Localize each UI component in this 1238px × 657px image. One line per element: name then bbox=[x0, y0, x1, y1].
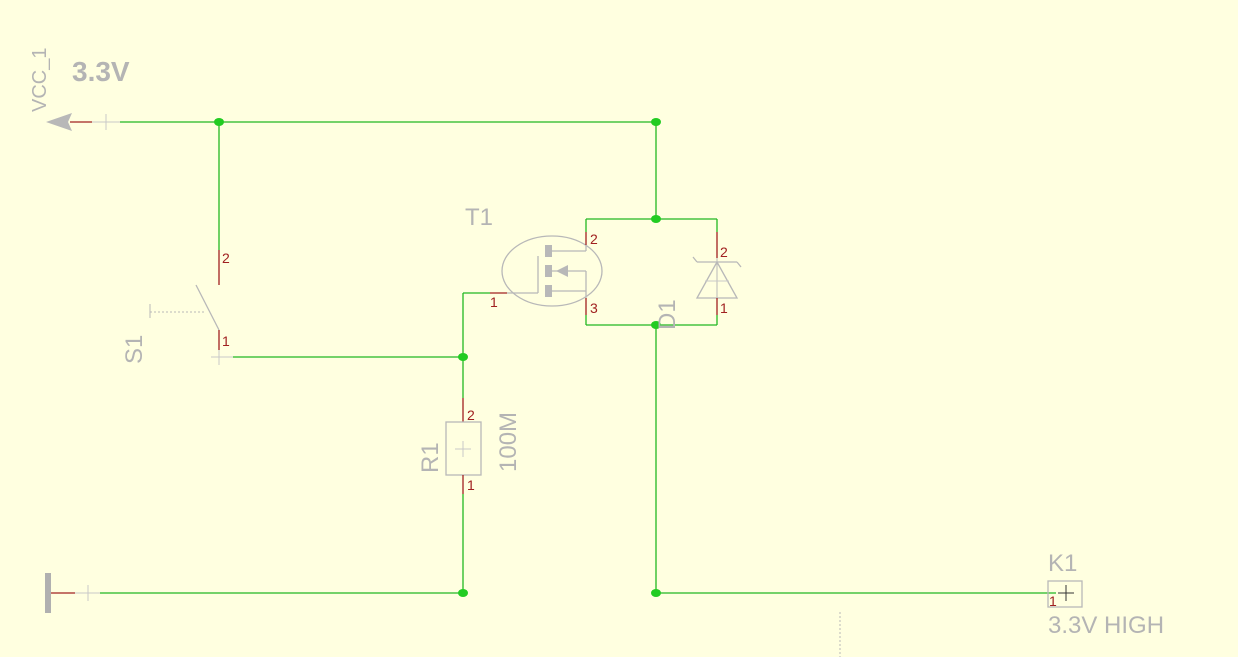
transistor-arrow-icon bbox=[556, 265, 568, 277]
transistor-gate-pin-label: 1 bbox=[490, 294, 498, 310]
connector-pin-box bbox=[1047, 580, 1083, 608]
diode-cathode-tick-left bbox=[692, 256, 698, 263]
connector-pin-label: 1 bbox=[1049, 593, 1057, 609]
diode-cathode-tick-right bbox=[736, 261, 742, 268]
switch-lever bbox=[195, 284, 220, 331]
resistor-r1[interactable]: 2 1 R1 100M bbox=[417, 398, 522, 494]
junction-dot bbox=[458, 353, 468, 361]
junction-dot bbox=[214, 118, 224, 126]
transistor-channel-bottom bbox=[545, 285, 552, 297]
junction-dot bbox=[458, 589, 468, 597]
junction-dot bbox=[651, 589, 661, 597]
switch-s1[interactable]: 2 1 S1 bbox=[121, 250, 233, 365]
vcc-voltage-label: 3.3V bbox=[72, 56, 130, 87]
transistor-source-pin-label: 3 bbox=[590, 300, 598, 316]
wires bbox=[100, 121, 1056, 594]
diode-pin-1-label: 1 bbox=[720, 300, 728, 316]
junction-dot bbox=[651, 118, 661, 126]
switch-pin-2-label: 2 bbox=[222, 250, 230, 266]
diode-d1[interactable]: 2 1 D1 bbox=[654, 232, 742, 330]
connector-designator: K1 bbox=[1048, 550, 1077, 577]
transistor-drain-pin-label: 2 bbox=[590, 231, 598, 247]
junction-dot bbox=[651, 215, 661, 223]
ground-bar-icon bbox=[45, 573, 51, 613]
ground-symbol[interactable] bbox=[45, 573, 100, 613]
vcc-power-symbol[interactable]: VCC_1 3.3V bbox=[29, 48, 130, 131]
vcc-arrow-icon bbox=[46, 113, 72, 131]
transistor-body bbox=[501, 235, 603, 307]
diode-designator: D1 bbox=[654, 299, 681, 330]
resistor-value: 100M bbox=[495, 412, 522, 472]
junction-dot bbox=[651, 321, 661, 329]
junctions bbox=[214, 118, 661, 597]
switch-designator: S1 bbox=[121, 335, 148, 364]
connector-k1[interactable]: K1 1 3.3V HIGH bbox=[1047, 550, 1164, 639]
resistor-pin-1-label: 1 bbox=[467, 477, 475, 493]
switch-pin-1-label: 1 bbox=[222, 333, 230, 349]
connector-net-label: 3.3V HIGH bbox=[1048, 612, 1164, 639]
transistor-t1[interactable]: T1 1 2 3 bbox=[465, 204, 603, 316]
vcc-net-name: VCC_1 bbox=[29, 48, 51, 112]
resistor-pin-2-label: 2 bbox=[467, 407, 475, 423]
transistor-channel-mid bbox=[545, 265, 552, 277]
transistor-designator: T1 bbox=[465, 204, 493, 231]
diode-pin-2-label: 2 bbox=[720, 244, 728, 260]
transistor-channel-top bbox=[545, 245, 552, 257]
resistor-designator: R1 bbox=[417, 442, 444, 473]
